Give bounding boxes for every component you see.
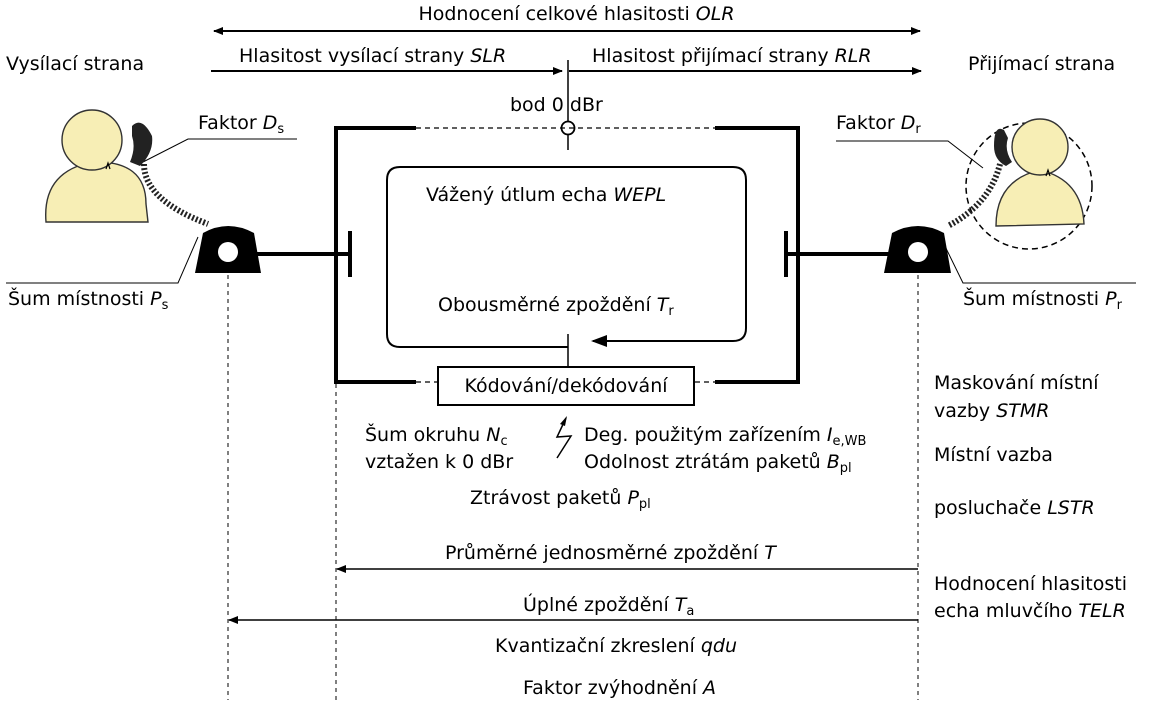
rlr-label: Hlasitost přijímací strany RLR [592, 45, 872, 67]
nc-label-line2: vztažen k 0 dBr [365, 451, 514, 473]
sender-factor-label: Faktor Ds [198, 112, 285, 137]
lightning-icon [555, 417, 573, 459]
telephone-icon [884, 226, 951, 273]
receiver-dashed-circle [965, 122, 1093, 250]
t-mean-label: Průměrné jednosměrné zpoždění T [445, 542, 776, 564]
person-sender-icon [45, 109, 149, 223]
codec-box: Kódování/dekódování [437, 366, 695, 406]
lightning-arrowhead [560, 416, 567, 426]
ie-label: Deg. použitým zařízením Ie,WB [584, 424, 867, 449]
stmr-label-line2: vazby STMR [934, 400, 1050, 422]
sender-handset [130, 122, 210, 227]
wepl-label: Vážený útlum echa WEPL [426, 184, 667, 206]
person-receiver-icon [995, 118, 1085, 227]
receiver-side-label: Přijímací strana [968, 53, 1116, 75]
leader-lines [6, 138, 1136, 284]
tr-label: Obousměrné zpoždění Tr [438, 294, 674, 319]
echo-loop-box [386, 166, 747, 348]
sender-side-label: Vysílací strana [6, 53, 145, 75]
receiver-factor-label: Faktor Dr [836, 112, 921, 137]
echo-loop-arrowhead [591, 335, 607, 347]
olr-label: Hodnocení celkové hlasitosti OLR [418, 3, 735, 25]
ta-label: Úplné zpoždění Ta [523, 594, 695, 619]
stmr-label-line1: Maskování místní [934, 372, 1099, 394]
sender-noise-label: Šum místnosti Ps [8, 288, 169, 313]
ppl-label: Ztrávost paketů Ppl [470, 487, 651, 512]
slr-label: Hlasitost vysílací strany SLR [239, 45, 507, 67]
telr-label-line2: echa mluvčího TELR [934, 600, 1126, 622]
telr-label-line1: Hodnocení hlasitosti [934, 573, 1127, 595]
qdu-label: Kvantizační zkreslení qdu [495, 635, 737, 657]
bpl-label: Odolnost ztrátám paketů Bpl [584, 451, 852, 476]
a-factor-label: Faktor zvýhodnění A [523, 677, 717, 699]
nc-label-line1: Šum okruhu Nc [365, 424, 508, 449]
receiver-noise-label: Šum místnosti Pr [963, 288, 1122, 313]
receiver-handset [946, 128, 1012, 229]
lstr-label-line2: posluchače LSTR [934, 497, 1095, 519]
lstr-label-line1: Místní vazba [934, 444, 1053, 466]
reference-dashed-lines [227, 275, 919, 700]
bod-label: bod 0 dBr [510, 94, 603, 116]
telephone-icon [195, 226, 261, 273]
